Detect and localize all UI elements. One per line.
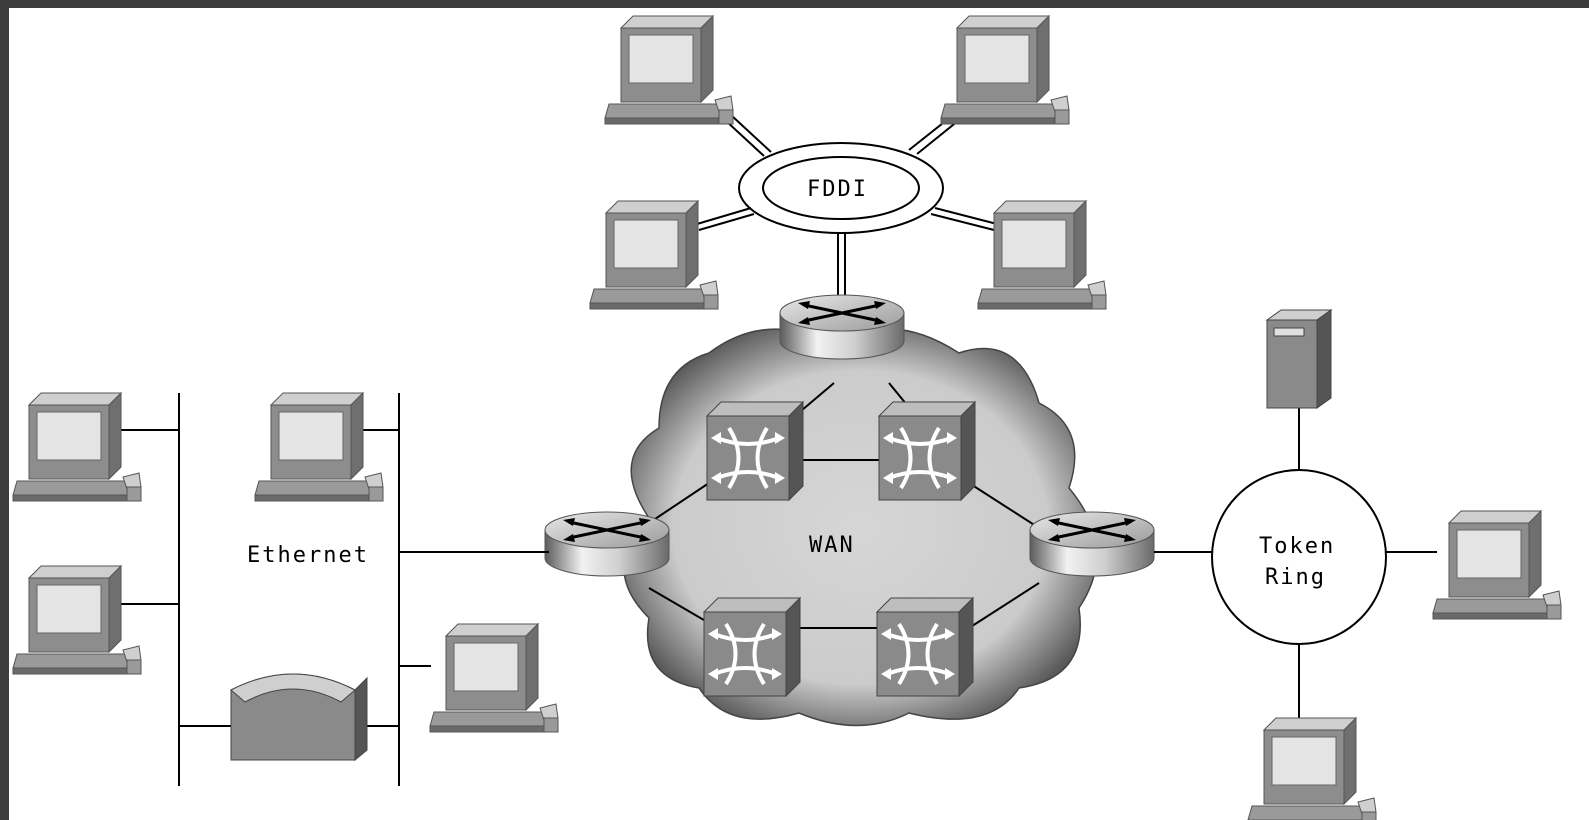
router-right: [1028, 510, 1156, 578]
switch-top-right: [877, 400, 977, 502]
fddi-workstation-bottom-right: [977, 200, 1107, 310]
ethernet-links: [119, 393, 549, 786]
server-icon: [1265, 309, 1333, 409]
router-left: [543, 510, 671, 578]
ethernet-workstation-2: [12, 565, 142, 675]
token-ring-label-line2: Ring: [1265, 565, 1326, 590]
ethernet-workstation-3: [254, 392, 384, 502]
token-ring-label-line1: Token: [1259, 534, 1335, 559]
switch-bottom-right: [875, 596, 975, 698]
fddi-links: [696, 103, 998, 298]
fddi-ring: [738, 142, 944, 234]
fddi-label: FDDI: [807, 177, 868, 202]
router-top: [778, 293, 906, 361]
wan-cloud: [623, 328, 1098, 727]
ethernet-workstation-1: [12, 392, 142, 502]
token-ring-workstation-bottom: [1247, 717, 1377, 820]
fddi-workstation-bottom-left: [589, 200, 719, 310]
token-ring-links: [1154, 408, 1437, 720]
fddi-workstation-top-right: [940, 15, 1070, 125]
diagram-frame: WAN FDDI: [9, 8, 1589, 820]
wan-links: [648, 382, 1040, 629]
token-ring-workstation-right: [1432, 510, 1562, 620]
wan-label: WAN: [809, 533, 855, 558]
fddi-workstation-top-left: [604, 15, 734, 125]
ethernet-label: Ethernet: [247, 543, 369, 568]
token-ring: [1211, 469, 1387, 645]
ethernet-workstation-4: [429, 623, 559, 733]
switch-top-left: [705, 400, 805, 502]
switch-bottom-left: [702, 596, 802, 698]
storage-icon: [230, 673, 368, 762]
network-diagram: WAN FDDI: [12, 15, 1562, 820]
